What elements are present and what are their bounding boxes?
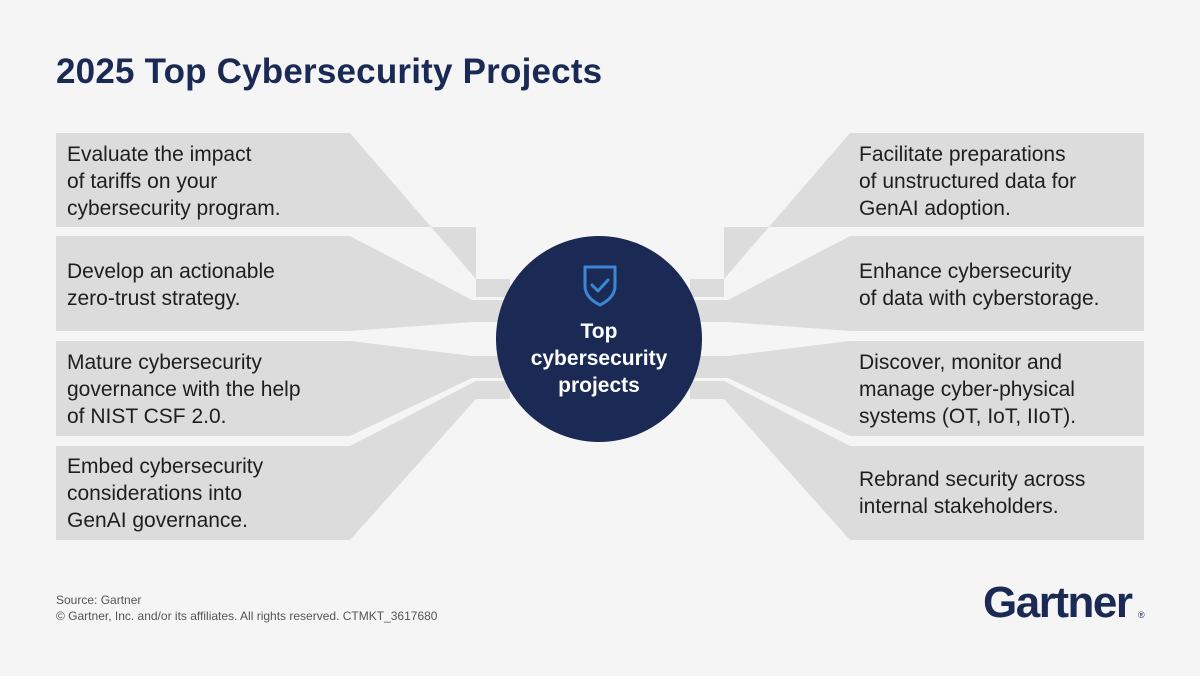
page-title: 2025 Top Cybersecurity Projects [56, 52, 603, 91]
project-text: Rebrand security across internal stakeho… [859, 468, 1086, 518]
right-panel-3 [695, 341, 1144, 436]
copyright-note: © Gartner, Inc. and/or its affiliates. A… [56, 609, 438, 623]
project-rebrand-security: Rebrand security across internal stakeho… [859, 466, 1085, 520]
project-zero-trust: Develop an actionable zero-trust strateg… [67, 258, 275, 312]
project-tariffs: Evaluate the impact of tariffs on your c… [67, 141, 281, 222]
center-label-line: Top [580, 320, 618, 343]
left-panel-4 [56, 381, 510, 540]
project-text: Develop an actionable zero-trust strateg… [67, 260, 275, 310]
right-panel-1 [690, 133, 1144, 297]
project-genai-governance: Embed cybersecurity considerations into … [67, 453, 263, 534]
project-text: Mature cybersecurity governance with the… [67, 351, 301, 428]
center-hub: Top cybersecurity projects [496, 236, 702, 442]
right-panel-2 [695, 236, 1144, 331]
center-label: Top cybersecurity projects [496, 318, 702, 399]
project-text: Evaluate the impact of tariffs on your c… [67, 143, 281, 220]
source-note: Source: Gartner [56, 593, 142, 607]
left-panel-3 [56, 341, 505, 436]
gartner-logo: Gartner [983, 578, 1133, 627]
registered-mark: ® [1138, 610, 1145, 620]
project-text: Discover, monitor and manage cyber-physi… [859, 351, 1077, 428]
left-panel-2 [56, 236, 505, 331]
project-cyber-physical: Discover, monitor and manage cyber-physi… [859, 349, 1076, 430]
center-label-line: projects [558, 374, 640, 397]
project-text: Facilitate preparations of unstructured … [859, 143, 1077, 220]
project-unstructured-data: Facilitate preparations of unstructured … [859, 141, 1076, 222]
project-cyberstorage: Enhance cybersecurity of data with cyber… [859, 258, 1099, 312]
project-text: Enhance cybersecurity of data with cyber… [859, 260, 1100, 310]
shield-check-icon [583, 265, 617, 307]
left-panel-1 [56, 133, 510, 297]
project-text: Embed cybersecurity considerations into … [67, 455, 264, 532]
right-panel-4 [690, 381, 1144, 540]
center-label-line: cybersecurity [530, 347, 668, 370]
project-nist-csf: Mature cybersecurity governance with the… [67, 349, 301, 430]
